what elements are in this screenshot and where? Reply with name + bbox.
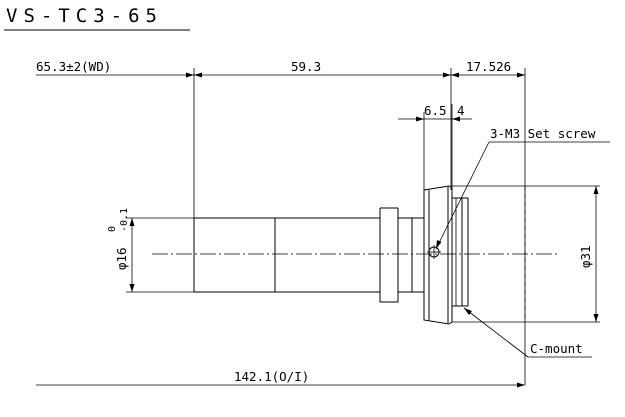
model-title: VS-TC3-65 xyxy=(6,5,163,27)
set-screw-leader xyxy=(435,141,610,250)
groove-width-label: 6.5 xyxy=(424,103,447,118)
mount-diameter-label: φ31 xyxy=(578,245,593,268)
tube-diameter-label: φ16 xyxy=(114,247,129,270)
flange-back-label: 17.526 xyxy=(466,59,511,74)
set-screw-callout: 3-M3 Set screw xyxy=(490,126,596,141)
set-screw-hole xyxy=(427,245,441,259)
tube-diameter-dimension xyxy=(126,217,194,293)
groove-offset-label: 4 xyxy=(457,103,465,118)
c-mount-callout: C-mount xyxy=(530,341,583,356)
tube-tolerance-upper: 0 xyxy=(107,226,118,232)
total-length-label: 142.1(O/I) xyxy=(234,369,309,384)
wd-dimension-label: 65.3±2(WD) xyxy=(36,59,111,74)
groove-dimension-line xyxy=(398,104,472,190)
total-length-dimension xyxy=(36,382,525,388)
body-length-label: 59.3 xyxy=(291,59,321,74)
c-mount-leader xyxy=(463,307,592,358)
lens-body xyxy=(193,185,526,325)
mount-diameter-dimension xyxy=(452,185,600,323)
tube-tolerance-lower: -0.1 xyxy=(119,208,130,232)
